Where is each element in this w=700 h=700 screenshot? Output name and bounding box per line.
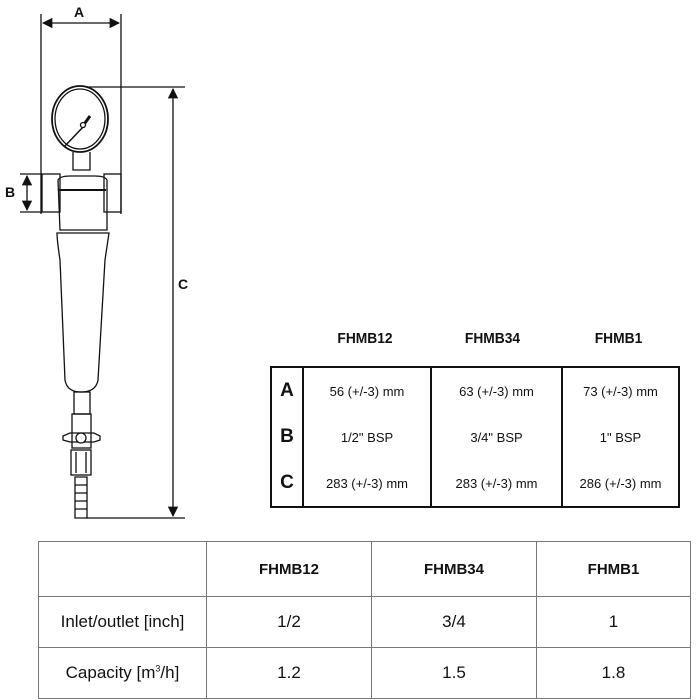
cell: 1" BSP <box>561 414 679 460</box>
header-cell: FHMB1 <box>536 541 691 597</box>
filter-dimension-drawing <box>20 14 185 519</box>
cell: 1 <box>536 596 691 648</box>
dimension-b-label: B <box>5 184 16 200</box>
cell: 3/4 <box>371 596 537 648</box>
cell: 1.5 <box>371 647 537 699</box>
row-label: Capacity [m3/h] <box>38 647 207 699</box>
cell: 283 (+/-3) mm <box>430 460 562 507</box>
drain-valve <box>62 391 101 519</box>
label-text: /h] <box>160 663 180 682</box>
table-row: C 283 (+/-3) mm 283 (+/-3) mm 286 (+/-3)… <box>271 460 679 507</box>
dimension-table: A 56 (+/-3) mm 63 (+/-3) mm 73 (+/-3) mm… <box>270 366 680 508</box>
dimension-b <box>20 173 42 213</box>
cell: 283 (+/-3) mm <box>302 460 431 507</box>
table-row: Capacity [m3/h] 1.2 1.5 1.8 <box>38 647 691 699</box>
dimension-table-header-fhmb1: FHMB1 <box>594 330 643 347</box>
dimension-c <box>86 86 185 519</box>
header-cell: FHMB12 <box>206 541 372 597</box>
row-label: C <box>280 472 294 493</box>
label-text: Capacity [m <box>65 663 156 682</box>
spec-table: FHMB12 FHMB34 FHMB1 Inlet/outlet [inch] … <box>38 541 691 699</box>
table-row: B 1/2" BSP 3/4" BSP 1" BSP <box>271 414 679 460</box>
row-label: B <box>280 426 294 447</box>
table-row: Inlet/outlet [inch] 1/2 3/4 1 <box>38 596 691 648</box>
cell: 1.2 <box>206 647 372 699</box>
cell: 56 (+/-3) mm <box>302 367 431 414</box>
dimension-c-label: C <box>178 276 189 292</box>
dimension-a-label: A <box>74 4 85 20</box>
cell: 1.8 <box>536 647 691 699</box>
cell: 73 (+/-3) mm <box>561 367 679 414</box>
cell: 3/4" BSP <box>430 414 562 460</box>
cell: 1/2 <box>206 596 372 648</box>
dimension-table-header-fhmb12: FHMB12 <box>337 330 393 347</box>
header-cell: FHMB34 <box>371 541 537 597</box>
cell: 286 (+/-3) mm <box>561 460 679 507</box>
row-label: Inlet/outlet [inch] <box>38 596 207 648</box>
row-label: A <box>280 380 294 401</box>
filter-bowl <box>56 232 110 393</box>
empty-header-cell <box>38 541 207 597</box>
cell: 63 (+/-3) mm <box>430 367 562 414</box>
label-superscript: 3 <box>155 663 161 674</box>
cell: 1/2" BSP <box>302 414 431 460</box>
filter-head <box>41 173 122 231</box>
dimension-table-header-fhmb34: FHMB34 <box>464 330 521 347</box>
hose-barb <box>74 476 88 519</box>
table-row: A 56 (+/-3) mm 63 (+/-3) mm 73 (+/-3) mm <box>271 367 679 414</box>
table-header-row: FHMB12 FHMB34 FHMB1 <box>38 541 691 597</box>
pressure-gauge <box>51 85 109 171</box>
